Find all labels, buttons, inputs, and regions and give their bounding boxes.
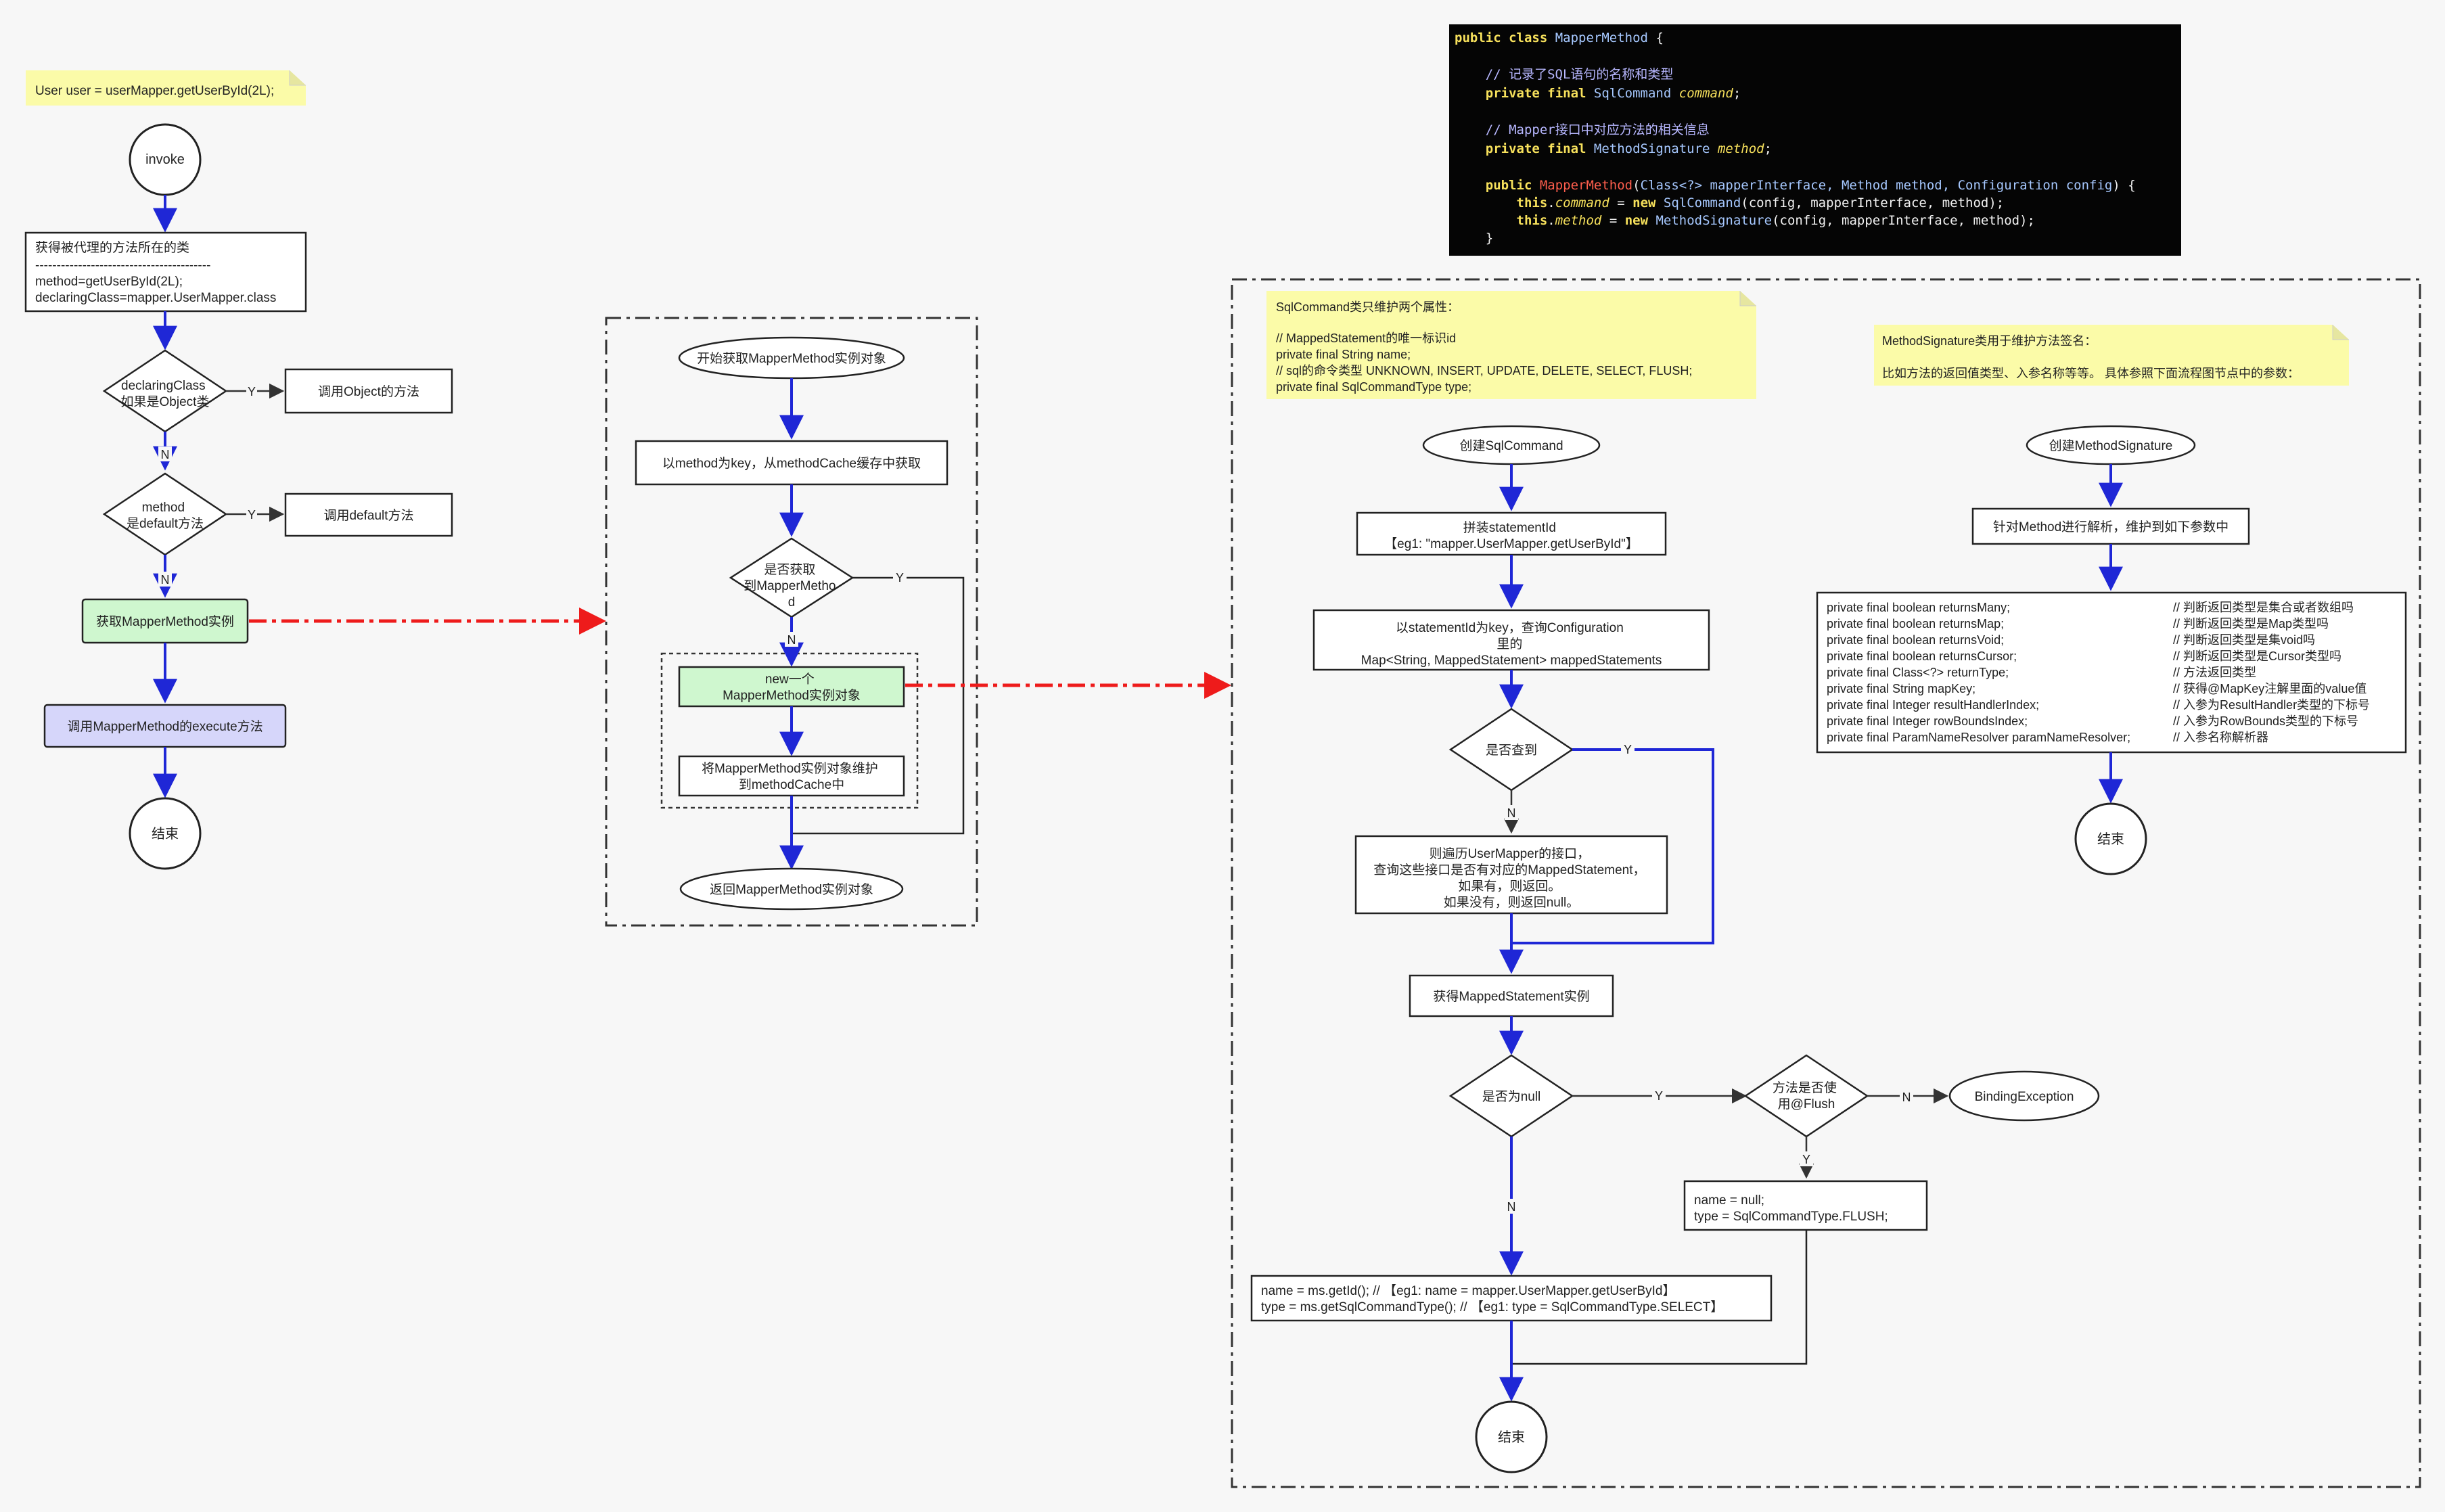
y-label: Y bbox=[1655, 1089, 1663, 1103]
param-declaration: private final Integer rowBoundsIndex; bbox=[1827, 714, 2028, 728]
get-mapped-statement-box bbox=[1409, 974, 1614, 1017]
signature-params-list: private final boolean returnsMany; // 判断返… bbox=[1827, 601, 2370, 744]
param-comment: // 判断返回类型是Map类型吗 bbox=[2173, 617, 2329, 631]
from-cache-text: 以method为key，从methodCache缓存中获取 bbox=[662, 456, 921, 471]
parse-method-box bbox=[1971, 507, 2250, 545]
methodsignature-end-label: 结束 bbox=[2097, 831, 2124, 847]
n-label: N bbox=[161, 448, 170, 461]
new-mapper-method-text: new一个 MapperMethod实例对象 bbox=[723, 672, 861, 703]
is-default-label: method 是default方法 bbox=[127, 501, 204, 531]
call-object-text: 调用Object的方法 bbox=[318, 384, 419, 399]
param-declaration: private final Class<?> returnType; bbox=[1827, 666, 2009, 679]
sqlcommand-note: SqlCommand类只维护两个属性： // MappedStatement的唯… bbox=[1266, 291, 1756, 399]
parse-method-text: 针对Method进行解析，维护到如下参数中 bbox=[1993, 520, 2229, 534]
traverse-interfaces-text: 则遍历UserMapper的接口， 查询这些接口是否有对应的MappedStat… bbox=[1373, 846, 1649, 910]
param-comment: // 入参为RowBounds类型的下标号 bbox=[2173, 714, 2358, 728]
middle-flow: 开始获取MapperMethod实例对象 以method为key，从method… bbox=[635, 336, 965, 911]
left-end-node bbox=[129, 797, 202, 870]
query-mapped-statements-box bbox=[1312, 609, 1710, 671]
get-class-text: 获得被代理的方法所在的类 ---------------------------… bbox=[35, 240, 276, 305]
y-label: Y bbox=[248, 385, 256, 398]
y-label: Y bbox=[896, 571, 904, 585]
call-object-box bbox=[284, 368, 453, 414]
mid-start-label: 开始获取MapperMethod实例对象 bbox=[697, 351, 886, 366]
mapper-method-group-border bbox=[605, 317, 978, 927]
left-flow: invoke 获得被代理的方法所在的类 --------------------… bbox=[24, 123, 453, 870]
top-note-text: User user = userMapper.getUserById(2L); bbox=[35, 84, 274, 98]
left-end-label: 结束 bbox=[152, 826, 179, 842]
top-note: User user = userMapper.getUserById(2L); bbox=[26, 70, 306, 106]
splice-statement-id-text: 拼装statementId 【eg1: "mapper.UserMapper.g… bbox=[1384, 520, 1639, 551]
call-default-text: 调用default方法 bbox=[323, 508, 413, 523]
create-sqlcommand-label: 创建SqlCommand bbox=[1459, 438, 1563, 453]
methodsignature-flow: 创建MethodSignature 针对Method进行解析，维护到如下参数中 … bbox=[1816, 425, 2407, 875]
get-class-box bbox=[24, 231, 307, 313]
methodsignature-note: MethodSignature类用于维护方法签名： 比如方法的返回值类型、入参名… bbox=[1874, 325, 2349, 386]
sqlcommand-note-text: SqlCommand类只维护两个属性： // MappedStatement的唯… bbox=[1276, 300, 1695, 394]
get-mapped-statement-text: 获得MappedStatement实例 bbox=[1433, 989, 1589, 1004]
y-label: Y bbox=[248, 508, 256, 522]
binding-exception-node bbox=[1948, 1070, 2100, 1122]
invoke-label: invoke bbox=[145, 152, 185, 167]
param-comment: // 判断返回类型是Cursor类型吗 bbox=[2173, 649, 2341, 663]
y-label: Y bbox=[1802, 1153, 1810, 1166]
param-declaration: private final Integer resultHandlerIndex… bbox=[1827, 698, 2039, 712]
param-comment: // 入参为ResultHandler类型的下标号 bbox=[2173, 698, 2370, 712]
get-class-line: method=getUserById(2L); bbox=[35, 275, 183, 289]
splice-statement-id-box bbox=[1356, 511, 1667, 556]
create-methodsignature-label: 创建MethodSignature bbox=[2049, 438, 2173, 453]
get-class-line: ----------------------------------------… bbox=[35, 258, 210, 273]
signature-params-box bbox=[1816, 591, 2407, 754]
code-panel-bg bbox=[1449, 24, 2181, 256]
sqlcommand-flow: 创建SqlCommand 拼装statementId 【eg1: "mapper… bbox=[1250, 425, 2100, 1473]
code-panel: public class MapperMethod { // 记录了SQL语句的… bbox=[0, 0, 2190, 256]
put-cache-text: 将MapperMethod实例对象维护 到methodCache中 bbox=[702, 761, 882, 792]
param-comment: // 获得@MapKey注解里面的value值 bbox=[2173, 682, 2367, 695]
flush-assign-text: name = null; type = SqlCommandType.FLUSH… bbox=[1694, 1193, 1888, 1224]
sqlcommand-end-label: 结束 bbox=[1498, 1429, 1525, 1445]
n-label: N bbox=[161, 573, 170, 587]
is-object-label: declaringClass 如果是Object类 bbox=[121, 379, 210, 409]
param-comment: // 入参名称解析器 bbox=[2173, 731, 2268, 744]
param-declaration: private final boolean returnsMany; bbox=[1827, 601, 2010, 614]
is-null-label: 是否为null bbox=[1482, 1089, 1541, 1104]
sqlcommand-end-node bbox=[1475, 1400, 1548, 1473]
call-default-box bbox=[284, 492, 453, 537]
get-class-line: 获得被代理的方法所在的类 bbox=[35, 240, 189, 255]
n-label: N bbox=[787, 633, 796, 647]
n-label: N bbox=[1507, 1200, 1516, 1214]
call-execute-text: 调用MapperMethod的execute方法 bbox=[67, 719, 262, 734]
assign-name-type-box bbox=[1250, 1275, 1773, 1322]
methodsignature-note-text: MethodSignature类用于维护方法签名： 比如方法的返回值类型、入参名… bbox=[1882, 334, 2300, 380]
found-label: 是否查到 bbox=[1486, 743, 1537, 758]
new-mapper-method-box bbox=[678, 666, 905, 708]
query-mapped-statements-text: 以statementId为key，查询Configuration 里的 Map<… bbox=[1361, 620, 1662, 668]
uses-flush-decision bbox=[1743, 1054, 1869, 1138]
mid-return-node bbox=[679, 867, 904, 911]
sqlcommand-group-border bbox=[1231, 278, 2421, 1488]
n-label: N bbox=[1507, 806, 1516, 820]
param-comment: // 判断返回类型是集void吗 bbox=[2173, 633, 2315, 647]
get-mapper-method-text: 获取MapperMethod实例 bbox=[96, 614, 234, 629]
param-comment: // 判断返回类型是集合或者数组吗 bbox=[2173, 601, 2354, 614]
y-label: Y bbox=[1624, 743, 1632, 756]
param-declaration: private final boolean returnsVoid; bbox=[1827, 633, 2004, 647]
methodsignature-end-node bbox=[2074, 802, 2147, 875]
param-declaration: private final boolean returnsCursor; bbox=[1827, 649, 2017, 663]
mid-return-label: 返回MapperMethod实例对象 bbox=[710, 882, 873, 897]
code-text: public class MapperMethod { // 记录了SQL语句的… bbox=[0, 0, 2190, 246]
n-label: N bbox=[1902, 1091, 1911, 1104]
param-comment: // 方法返回类型 bbox=[2173, 666, 2256, 679]
cache-hit-label: 是否获取 到MapperMetho d bbox=[744, 562, 840, 610]
get-class-line: declaringClass=mapper.UserMapper.class bbox=[35, 291, 276, 305]
traverse-interfaces-box bbox=[1354, 835, 1668, 915]
assign-name-type-text: name = ms.getId(); // 【eg1: name = mappe… bbox=[1261, 1283, 1723, 1314]
param-declaration: private final ParamNameResolver paramNam… bbox=[1827, 731, 2130, 744]
binding-exception-label: BindingException bbox=[1975, 1090, 2074, 1104]
flush-assign-box bbox=[1683, 1180, 1928, 1231]
param-declaration: private final boolean returnsMap; bbox=[1827, 617, 2004, 631]
uses-flush-label: 方法是否使 用@Flush bbox=[1773, 1080, 1840, 1112]
param-declaration: private final String mapKey; bbox=[1827, 682, 1975, 695]
